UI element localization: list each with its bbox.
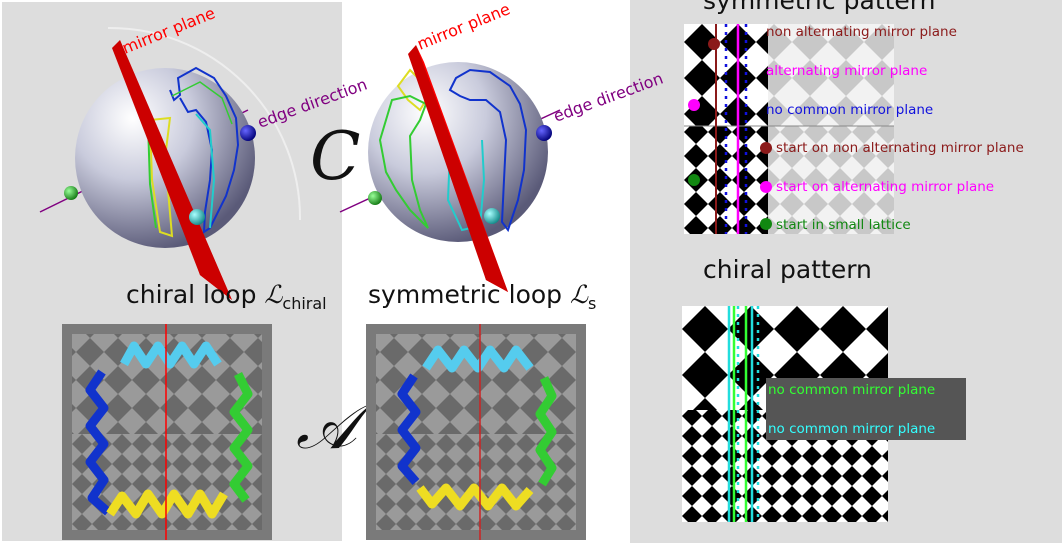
mirror-plane-label-2: mirror plane	[414, 0, 512, 54]
symmetric-loop-caption: symmetric loop ℒs	[368, 280, 597, 313]
chiral-pattern-title: chiral pattern	[703, 255, 872, 284]
label-non-alternating-mirror: non alternating mirror plane	[766, 24, 957, 40]
symmetric-pattern-title: symmetric pattern	[703, 0, 936, 15]
label-start-non-alternating: start on non alternating mirror plane	[776, 140, 1024, 156]
chiral-label-box	[766, 378, 966, 440]
blue-ball	[240, 125, 256, 141]
label-start-alternating: start on alternating mirror plane	[776, 179, 995, 195]
cyan-ball	[189, 209, 205, 225]
label-no-common-mirror-green: no common mirror plane	[768, 382, 936, 398]
chiral-pattern-image	[682, 306, 888, 522]
symmetric-loop-image	[366, 324, 586, 540]
sphere-chiral	[39, 26, 302, 300]
label-no-common-mirror-cyan: no common mirror plane	[768, 421, 936, 437]
sphere-symmetric	[339, 45, 561, 292]
label-alternating-mirror: alternating mirror plane	[766, 63, 928, 79]
spheres-figure: mirror plane edge direction mirror plane…	[39, 0, 666, 300]
symmetric-pattern-image	[684, 24, 894, 234]
edge-direction-label-2: edge direction	[551, 69, 666, 126]
label-start-small-lattice: start in small lattice	[776, 217, 911, 233]
symbol-c: C	[310, 118, 361, 195]
green-ball	[64, 186, 78, 200]
chiral-loop-image	[62, 324, 272, 540]
chiral-loop-caption: chiral loop ℒchiral	[126, 280, 327, 313]
label-no-common-mirror: no common mirror plane	[766, 102, 934, 118]
symbol-a: 𝒜	[296, 390, 357, 464]
